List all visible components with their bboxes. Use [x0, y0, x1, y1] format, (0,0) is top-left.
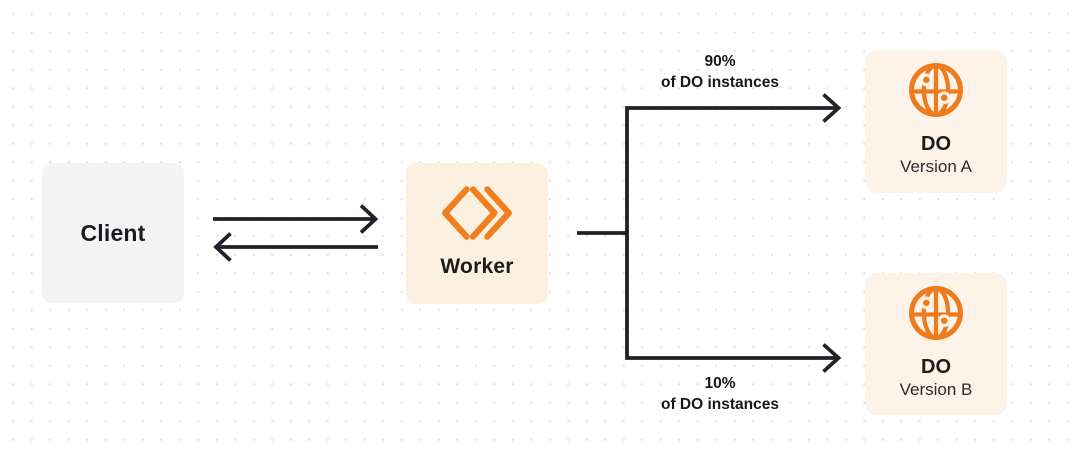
arrow-client-to-worker-head	[359, 204, 379, 234]
globe-icon	[907, 284, 965, 342]
edge-percent-do-b: 10%	[704, 375, 736, 392]
arrow-to-do-a-head	[822, 93, 842, 123]
worker-label: Worker	[440, 255, 514, 278]
globe-icon	[907, 61, 965, 119]
edge-label-do-b: 10% of DO instances	[612, 373, 828, 415]
do-a-subtitle: Version A	[900, 157, 972, 176]
edge-caption-do-b: of DO instances	[661, 396, 779, 413]
edge-label-do-a: 90% of DO instances	[612, 51, 828, 93]
worker-node: Worker	[406, 163, 548, 304]
client-node: Client	[42, 163, 184, 303]
arrow-worker-to-client-head	[213, 232, 232, 262]
do-b-title: DO	[921, 356, 951, 378]
do-a-title: DO	[921, 133, 951, 155]
do-b-subtitle: Version B	[899, 380, 973, 399]
arrow-to-do-b-head	[822, 343, 842, 373]
edge-percent-do-a: 90%	[704, 53, 736, 70]
client-label: Client	[80, 219, 146, 246]
branch-trunk-and-arms	[625, 106, 836, 360]
edge-caption-do-a: of DO instances	[661, 74, 779, 91]
do-version-b-node: DO Version B	[865, 273, 1007, 415]
do-version-a-node: DO Version A	[865, 50, 1007, 193]
cloudflare-workers-logo-icon	[441, 186, 513, 240]
